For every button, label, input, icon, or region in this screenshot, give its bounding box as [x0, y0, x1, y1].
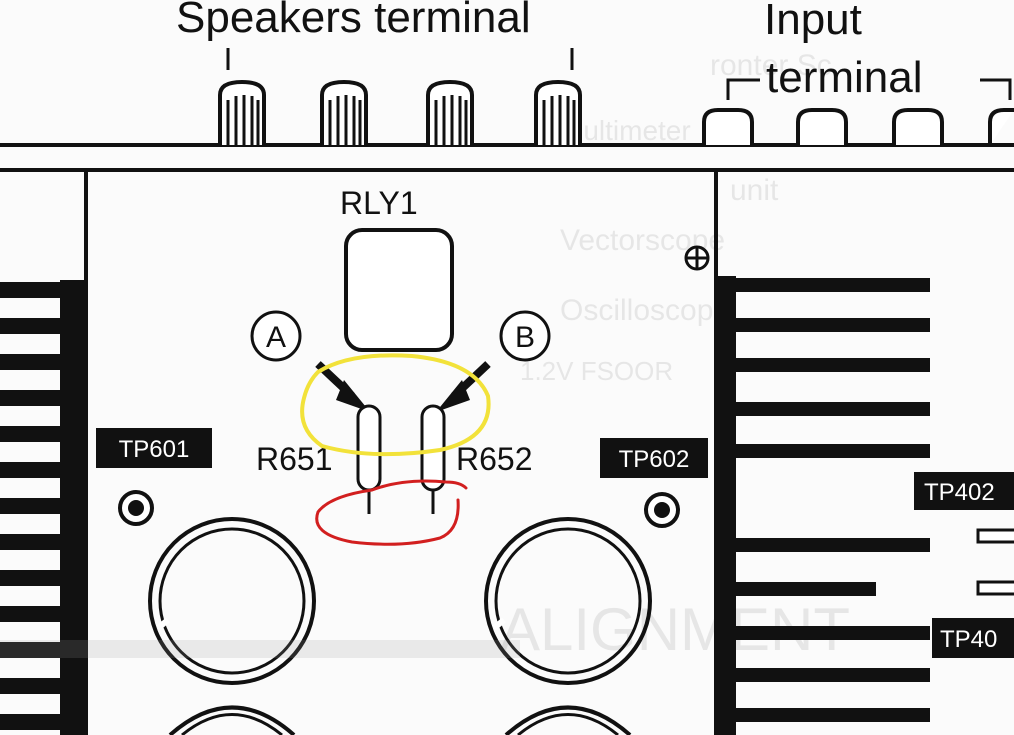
input-terminals: [702, 108, 1014, 145]
relay-label: RLY1: [340, 185, 418, 221]
ring-component-left: [148, 517, 316, 685]
relay-rly1: [344, 228, 454, 352]
tp402-label-box: TP402: [914, 472, 1014, 510]
right-side-connectors: [976, 528, 1014, 596]
tp602-label: TP602: [619, 446, 690, 473]
ground-symbol: [684, 245, 710, 271]
scan-smudge: [0, 640, 520, 658]
input-terminal-bracket: [726, 78, 1012, 100]
input-terminal-3: [892, 108, 944, 145]
tp402-label: TP402: [924, 479, 995, 506]
tp602-label-box: TP602: [600, 438, 708, 478]
input-terminal-2: [796, 108, 848, 145]
marker-a: A: [250, 310, 302, 362]
tp602-pad: [644, 492, 680, 528]
svg-text:ronter Sc: ronter Sc: [710, 49, 832, 82]
input-terminal-4: [988, 108, 1014, 145]
tp40x-label-box: TP40: [932, 618, 1014, 658]
speaker-terminal-3: [426, 79, 474, 145]
input-terminal-label-line2: terminal: [766, 53, 923, 102]
svg-text:unit: unit: [730, 174, 779, 207]
arrow-a-to-r651: [315, 361, 370, 412]
tp40x-label: TP40: [940, 626, 997, 653]
input-terminal-1: [702, 108, 754, 145]
marker-a-text: A: [266, 321, 286, 354]
resistor-r651: [356, 404, 382, 514]
resistor-r651-label: R651: [256, 441, 333, 477]
tp601-pad: [118, 490, 154, 526]
resistor-r652: [420, 404, 446, 514]
tp601-label: TP601: [119, 436, 190, 463]
marker-b: B: [499, 310, 551, 362]
svg-text:Oscilloscope: Oscilloscope: [560, 294, 730, 327]
speaker-terminals: [218, 48, 582, 145]
right-heatsink: [716, 276, 930, 735]
speaker-terminal-2: [320, 79, 368, 145]
left-heatsink: [0, 280, 86, 735]
bleed-through-background: ronter Sc multimeter unit Vectorscope Os…: [500, 49, 850, 663]
arrow-b-to-r652: [436, 361, 491, 412]
red-circle-annotation: [315, 479, 468, 546]
svg-text:1.2V FSOOR: 1.2V FSOOR: [520, 356, 673, 386]
ring-component-bottom-left: [168, 705, 296, 735]
speaker-terminal-4: [534, 79, 582, 145]
input-terminal-label-line1: Input: [764, 0, 862, 44]
yellow-highlight-annotation: [300, 353, 491, 457]
ring-component-right: [484, 517, 652, 685]
resistor-r652-label: R652: [456, 441, 533, 477]
speaker-terminal-1: [218, 79, 266, 145]
tp601-label-box: TP601: [96, 428, 212, 468]
marker-b-text: B: [515, 321, 535, 354]
speakers-terminal-label: Speakers terminal: [176, 0, 531, 42]
ring-component-bottom-right: [504, 705, 632, 735]
